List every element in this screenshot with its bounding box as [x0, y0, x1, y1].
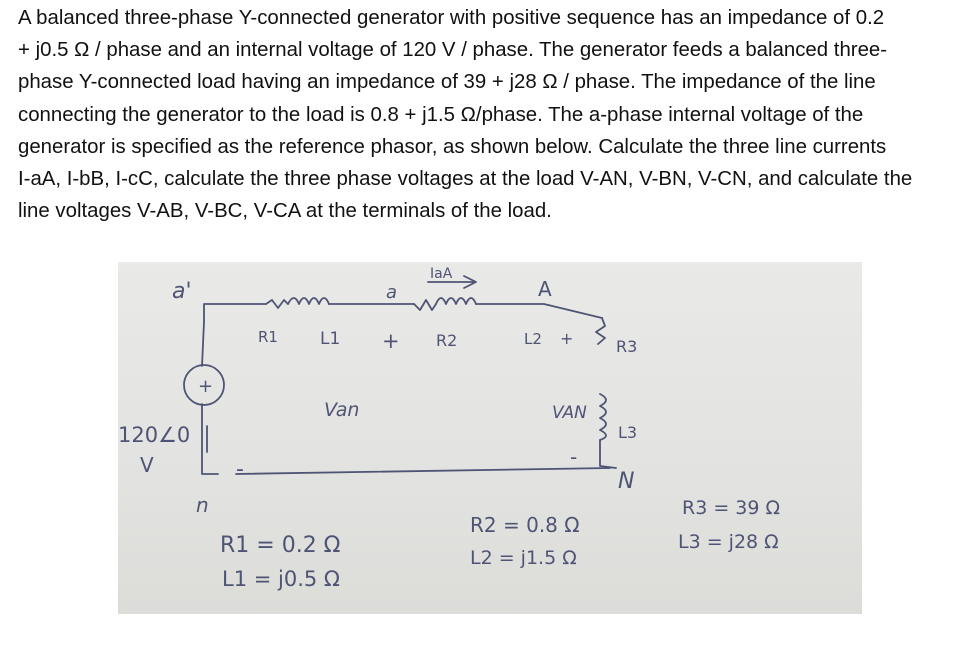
circuit-photo: a' a A n N + 120∠0 V IaA R1 L1 + R2 L2 +… [118, 262, 862, 614]
source-value: 120∠0 [118, 423, 190, 447]
label-R2: R2 [436, 331, 457, 350]
circuit-diagram: a' a A n N + 120∠0 V IaA R1 L1 + R2 L2 +… [118, 266, 780, 591]
top-wire-generator [203, 303, 267, 323]
r1-resistor [265, 299, 289, 309]
value-R1: R1 = 0.2 Ω [220, 533, 341, 558]
problem-statement: A balanced three-phase Y-connected gener… [18, 2, 963, 227]
source-plus: + [198, 376, 213, 397]
label-plus-A: + [560, 329, 573, 348]
load-wire [599, 439, 617, 469]
current-label: IaA [430, 266, 453, 282]
problem-line: I-aA, I-bB, I-cC, calculate the three ph… [18, 168, 913, 191]
node-n: n [196, 493, 209, 517]
value-L2: L2 = j1.5 Ω [470, 547, 577, 569]
node-a: a [386, 282, 397, 303]
label-R1: R1 [258, 328, 278, 346]
label-VAN: VAN [552, 403, 587, 423]
value-L3: L3 = j28 Ω [678, 531, 779, 553]
node-A: A [538, 277, 552, 301]
label-R3: R3 [616, 337, 637, 356]
label-minus-A: - [570, 445, 577, 469]
problem-line: connecting the generator to the load is … [18, 103, 864, 126]
value-R3: R3 = 39 Ω [682, 497, 780, 519]
current-arrow [427, 275, 477, 289]
node-N: N [618, 469, 634, 494]
source-unit: V [140, 453, 154, 477]
r2-resistor [413, 299, 437, 311]
label-Van: Van [324, 399, 359, 421]
problem-line: phase Y-connected load having an impedan… [18, 71, 876, 94]
value-L1: L1 = j0.5 Ω [222, 567, 340, 591]
source-wire-bottom [201, 403, 219, 475]
problem-line: line voltages V-AB, V-BC, V-CA at the te… [18, 200, 552, 223]
r3-resistor [595, 317, 606, 345]
problem-line: + j0.5 Ω / phase and an internal voltage… [18, 39, 888, 62]
label-L1: L1 [320, 329, 340, 349]
source-wire-top [201, 321, 205, 367]
voltage-source-icon [183, 364, 225, 406]
label-plus-a: + [382, 329, 400, 353]
problem-line: generator is specified as the reference … [18, 135, 887, 158]
problem-line: A balanced three-phase Y-connected gener… [18, 7, 885, 29]
value-R2: R2 = 0.8 Ω [470, 513, 580, 537]
node-a-prime: a' [172, 279, 192, 304]
label-L2: L2 [524, 330, 542, 348]
label-minus-a: - [236, 457, 244, 482]
l3-inductor [599, 393, 607, 441]
label-L3: L3 [618, 423, 637, 442]
circuit-wires [183, 275, 617, 475]
neutral-wire [235, 467, 611, 475]
l1-inductor [287, 297, 330, 305]
l2-inductor [435, 297, 477, 305]
top-wire-A [475, 303, 603, 319]
